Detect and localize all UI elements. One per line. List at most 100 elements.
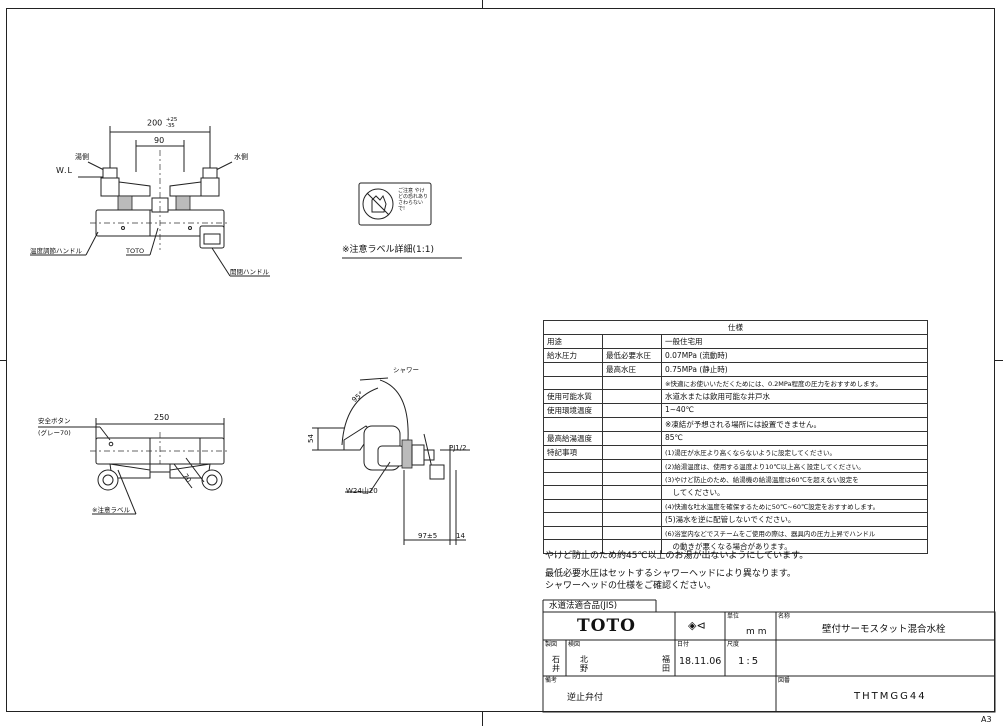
dim-tolerance: +25 -35 [166,117,178,129]
spec-row: (4)快適な吐水温度を確保するために50℃~60℃設定をおすすめします。 [543,499,928,513]
spec-subkey: 最低必要水圧 [602,348,662,363]
spec-value: 85℃ [661,431,928,446]
title-block-lines [542,599,996,713]
spec-key: 特記事項 [543,445,603,460]
spec-subkey [602,499,662,513]
caution-label-graphic [342,182,462,259]
spec-key: 最高給湯温度 [543,431,603,446]
spec-subkey [602,403,662,418]
center-mark-bottom [482,712,483,726]
spec-value: 0.07MPa (流動時) [661,348,928,363]
dim-overall: 200 +25 -35 [147,117,177,129]
label-open-close-handle: 開閉ハンドル [230,268,269,276]
spec-value: してください。 [661,485,928,500]
spec-key: 給水圧力 [543,348,603,363]
spec-key [543,417,603,432]
spec-key [543,362,603,377]
spec-row: 使用可能水質 水道水または飲用可能な井戸水 [543,389,928,404]
dim-54: 54 [306,434,315,443]
spec-subkey [602,485,662,500]
dim-14: 14 [456,532,465,540]
name-label: 名称 [778,613,791,620]
note-1: やけど防止のため約45℃以上のお湯が出ないようにしています。 [545,551,809,561]
spec-value: 一般住宅用 [661,334,928,349]
spec-subkey [602,431,662,446]
made-label: 製図 [545,641,558,648]
spec-row: 使用環境温度 1~40℃ [543,403,928,418]
spec-subkey [602,459,662,473]
spec-key: 使用可能水質 [543,389,603,404]
sheet-frame [6,8,995,712]
note-2: 最低必要水圧はセットするシャワーヘッドにより異なります。 [545,569,796,579]
spec-subkey [602,417,662,432]
dim-97: 97±5 [418,532,438,540]
toto-logo: TOTO [577,616,636,636]
front-view [30,126,270,277]
spec-key [543,485,603,500]
date-label: 日付 [677,641,690,648]
spec-subkey [602,376,662,390]
spec-value: (4)快適な吐水温度を確保するために50℃~60℃設定をおすすめします。 [661,499,928,513]
label-safety-button: 安全ボタン [38,417,71,425]
spec-key: 用途 [543,334,603,349]
dim-overall-value: 200 [147,118,163,128]
spec-value: ※凍結が予想される場所には設置できません。 [661,417,928,432]
note-3: シャワーヘッドの仕様をご確認ください。 [545,581,717,591]
dim-tol-minus: -35 [165,123,175,129]
center-mark-top [482,0,483,8]
spec-key [543,376,603,390]
spec-row: してください。 [543,485,928,500]
label-cold-side: 水側 [234,153,248,161]
spec-value: ※快適にお使いいただくためには、0.2MPa程度の圧力をおすすめします。 [661,376,928,390]
label-water-level: W.L [56,166,73,175]
spec-subkey [602,526,662,540]
spec-key [543,459,603,473]
spec-key: 使用環境温度 [543,403,603,418]
date-value: 18.11.06 [679,656,722,667]
dim-250: 250 [154,413,170,422]
label-hot-side: 湯側 [75,153,89,161]
scale-value: 1:5 [738,656,761,667]
spec-row: (2)給湯温度は、使用する温度より10℃以上高く設定してください。 [543,459,928,473]
approve-value: 福田 [662,655,670,673]
label-safety-color: (グレー70) [38,429,71,437]
jis-label: 水道法適合品(JIS) [549,601,618,611]
side-view [312,377,470,545]
spec-row: の動きが悪くなる場合があります。 [543,539,928,554]
spec-row: 最高給湯温度 85℃ [543,431,928,446]
spec-title: 仕様 [543,320,928,335]
spec-value: 0.75MPa (静止時) [661,362,928,377]
spec-key [543,472,603,486]
center-mark-left [0,360,6,361]
spec-subkey [602,512,662,527]
scale-label: 尺度 [727,641,740,648]
label-caution-sticker: ※注意ラベル [92,506,130,514]
projection-symbol: ◈⊲ [688,619,706,632]
spec-row: (5)湯水を逆に配管しないでください。 [543,512,928,527]
spec-value: 1~40℃ [661,403,928,418]
spec-subkey [602,445,662,460]
spec-value: (1)湯圧が水圧より高くならないように設定してください。 [661,445,928,460]
label-brand: TOTO [126,247,145,255]
spec-row: 用途 一般住宅用 [543,334,928,349]
spec-subkey [602,389,662,404]
thread-in: W24山20 [346,487,378,495]
spec-key [543,499,603,513]
spec-value: 水道水または飲用可能な井戸水 [661,389,928,404]
spec-row: (6)浴室内などでスチームをご使用の際は、器具内の圧力上昇でハンドル [543,526,928,540]
drawing-no-value: THTMGG44 [854,691,927,702]
center-mark-right [995,360,1003,361]
check-value: 北野 [580,655,588,673]
caution-caption: ※注意ラベル詳細(1:1) [342,245,435,255]
check-label: 検図 [568,641,581,648]
remark-label: 備考 [545,677,558,684]
spec-title-row: 仕様 [543,320,928,335]
top-view [38,418,230,515]
made-value: 石井 [552,655,560,673]
dim-tol-plus: +25 [165,117,178,123]
spec-value: (5)湯水を逆に配管しないでください。 [661,512,928,527]
